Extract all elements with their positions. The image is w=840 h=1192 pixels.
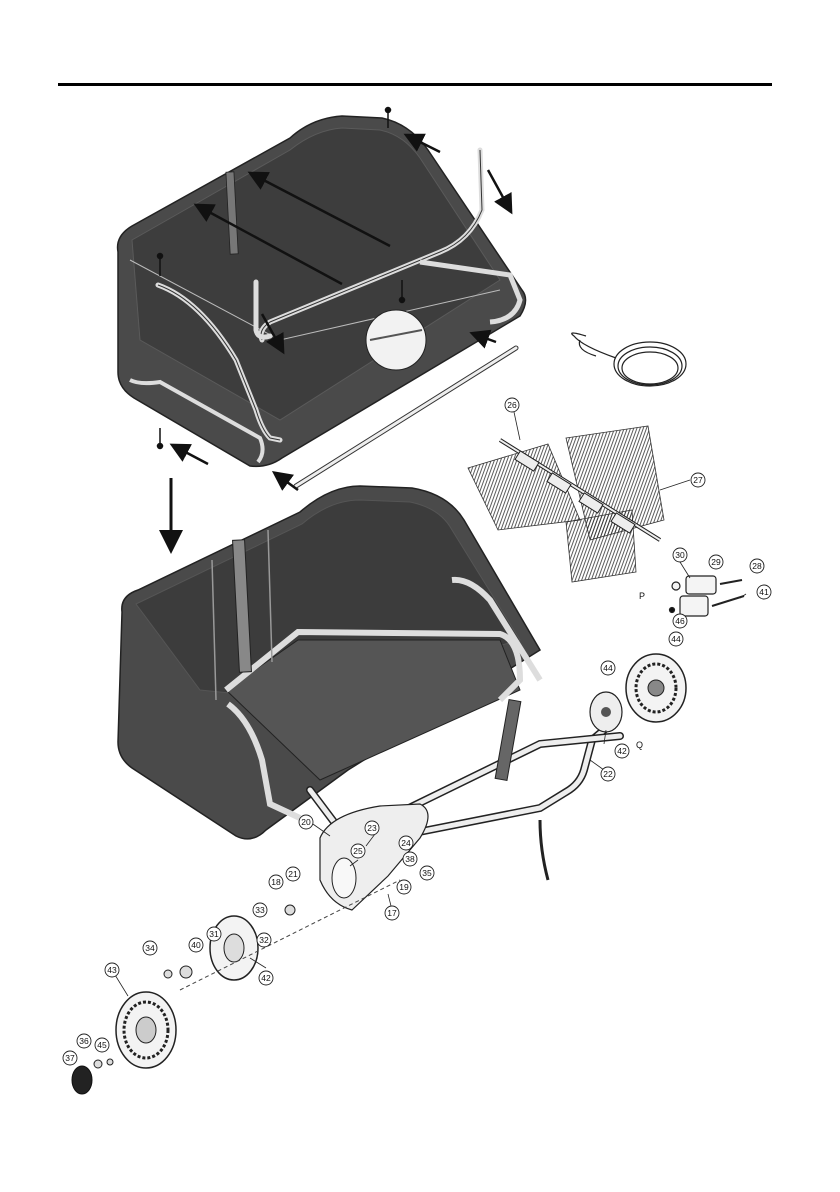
callout-44-a: 44 — [603, 663, 613, 673]
callout-36: 36 — [79, 1036, 89, 1046]
callout-37: 37 — [65, 1053, 75, 1063]
wheel-left — [72, 880, 400, 1094]
callout-21: 21 — [288, 869, 298, 879]
callout-28: 28 — [752, 561, 762, 571]
callout-44-b: 44 — [671, 634, 681, 644]
lower-hopper — [118, 486, 540, 839]
callout-22: 22 — [603, 769, 613, 779]
cord-coil — [572, 333, 686, 386]
callout-46: 46 — [675, 616, 685, 626]
brush-assembly — [468, 426, 664, 582]
callout-31: 31 — [209, 929, 219, 939]
callout-24: 24 — [401, 838, 411, 848]
callout-41: 41 — [759, 587, 769, 597]
hub-cap — [72, 1066, 92, 1094]
callout-34: 34 — [145, 943, 155, 953]
handle-grip — [495, 700, 521, 781]
callout-43: 43 — [107, 965, 117, 975]
callout-40: 40 — [191, 940, 201, 950]
callout-30: 30 — [675, 550, 685, 560]
upper-hopper — [118, 108, 526, 549]
bracket-parts — [670, 576, 745, 616]
callout-35: 35 — [422, 868, 432, 878]
callout-32: 32 — [259, 935, 269, 945]
callout-20: 20 — [301, 817, 311, 827]
letter-p: P — [639, 591, 645, 601]
callout-45: 45 — [97, 1040, 107, 1050]
callout-42-a: 42 — [617, 746, 627, 756]
callout-29: 29 — [711, 557, 721, 567]
callout-17: 17 — [387, 908, 397, 918]
callout-42-b: 42 — [261, 973, 271, 983]
callout-33: 33 — [255, 905, 265, 915]
callout-38: 38 — [405, 854, 415, 864]
callout-18: 18 — [271, 877, 281, 887]
callout-23: 23 — [367, 823, 377, 833]
callout-27: 27 — [693, 475, 703, 485]
letter-q: Q — [636, 740, 643, 750]
callout-26: 26 — [507, 400, 517, 410]
handle-lower-bend — [540, 820, 548, 880]
callout-25: 25 — [353, 846, 363, 856]
callout-19: 19 — [399, 882, 409, 892]
